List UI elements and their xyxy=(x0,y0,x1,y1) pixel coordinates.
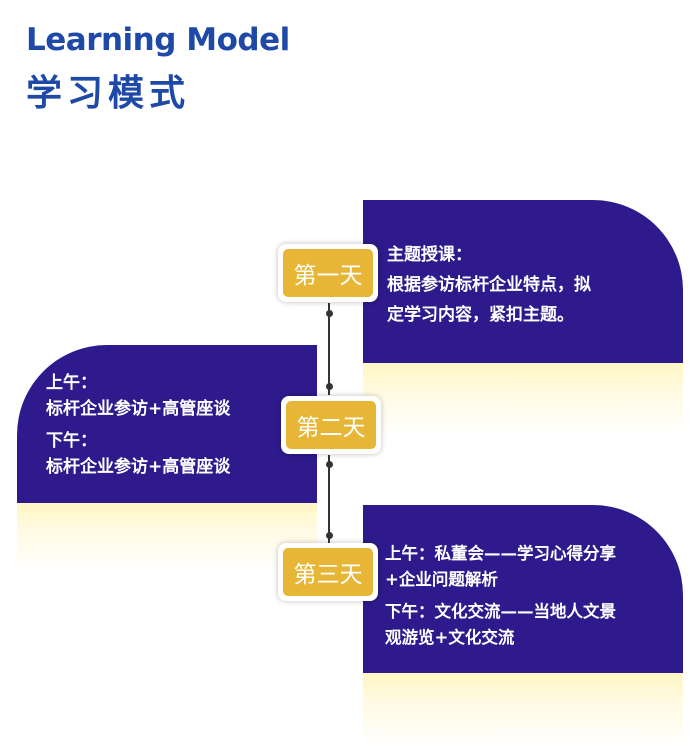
day-1-line-3: 定学习内容，紧扣主题。 xyxy=(387,305,574,325)
timeline-dot xyxy=(325,532,333,539)
timeline-dot xyxy=(325,461,333,468)
day-2-line-1: 上午： xyxy=(46,373,97,393)
day-3-line-4: 观游览+文化交流 xyxy=(385,628,515,647)
day-2-badge: 第二天 xyxy=(286,401,376,449)
day-1-badge: 第一天 xyxy=(283,249,373,297)
day-3-card: 上午：私董会——学习心得分享 +企业问题解析 下午：文化交流——当地人文景 观游… xyxy=(363,505,683,673)
day-1-badge-frame: 第一天 xyxy=(278,244,378,302)
timeline-connector-1 xyxy=(328,303,330,395)
day-2-line-4: 标杆企业参访+高管座谈 xyxy=(46,457,231,477)
timeline-dot xyxy=(325,383,333,390)
timeline-connector-2 xyxy=(328,455,330,543)
day-2-line-2: 标杆企业参访+高管座谈 xyxy=(46,399,231,419)
day-1-line-2: 根据参访标杆企业特点，拟 xyxy=(387,275,591,295)
day-3-line-3: 下午：文化交流——当地人文景 xyxy=(385,602,616,621)
timeline-dot xyxy=(325,310,333,317)
day-3-line-1: 上午：私董会——学习心得分享 xyxy=(385,544,616,563)
day-2-card: 上午： 标杆企业参访+高管座谈 下午： 标杆企业参访+高管座谈 xyxy=(17,345,317,503)
card-2-glow xyxy=(17,503,317,573)
page-title-cn: 学习模式 xyxy=(26,72,191,114)
day-1-card: 主题授课： 根据参访标杆企业特点，拟 定学习内容，紧扣主题。 xyxy=(363,200,683,363)
day-3-line-2: +企业问题解析 xyxy=(385,570,498,589)
card-1-glow xyxy=(363,363,683,438)
day-3-badge-frame: 第三天 xyxy=(278,543,378,601)
day-2-line-3: 下午： xyxy=(46,431,97,451)
day-3-badge: 第三天 xyxy=(283,548,373,596)
day-1-line-1: 主题授课： xyxy=(387,245,472,265)
card-3-glow xyxy=(363,673,683,748)
day-2-badge-frame: 第二天 xyxy=(281,396,381,454)
page-title-en: Learning Model xyxy=(26,22,290,58)
